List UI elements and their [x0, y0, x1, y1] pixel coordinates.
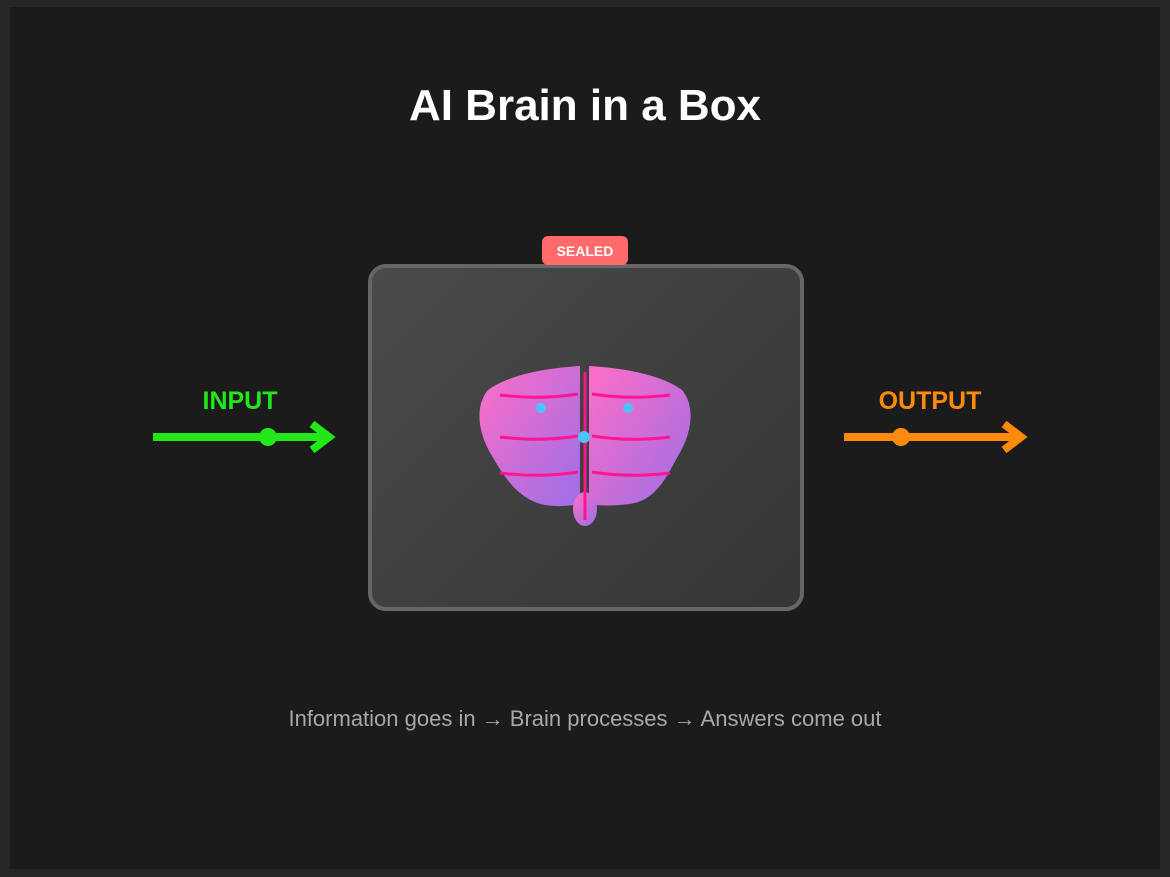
neuron-dot: [578, 431, 590, 443]
output-arrow-icon: [844, 420, 1028, 454]
neuron-dot: [623, 403, 633, 413]
brain-right-hemisphere: [589, 366, 691, 506]
sealed-badge: SEALED: [542, 236, 628, 265]
neuron-dot: [536, 403, 546, 413]
brain-left-hemisphere: [479, 366, 580, 507]
diagram-title: AI Brain in a Box: [408, 81, 762, 130]
input-signal-dot: [259, 428, 277, 446]
brain-fold: [499, 470, 579, 477]
output-signal-dot: [892, 428, 910, 446]
output-label: OUTPUT: [878, 387, 982, 415]
brain-fold: [591, 392, 671, 399]
brain-icon: [479, 366, 691, 526]
brain-fold: [499, 392, 579, 399]
input-label: INPUT: [202, 387, 278, 415]
brain-fold: [499, 434, 579, 441]
brain-fold: [591, 434, 671, 441]
brain-fold: [591, 470, 671, 477]
input-arrow-icon: [153, 420, 336, 454]
sealed-box: [368, 264, 804, 611]
diagram-caption: Information goes in → Brain processes → …: [288, 706, 882, 731]
